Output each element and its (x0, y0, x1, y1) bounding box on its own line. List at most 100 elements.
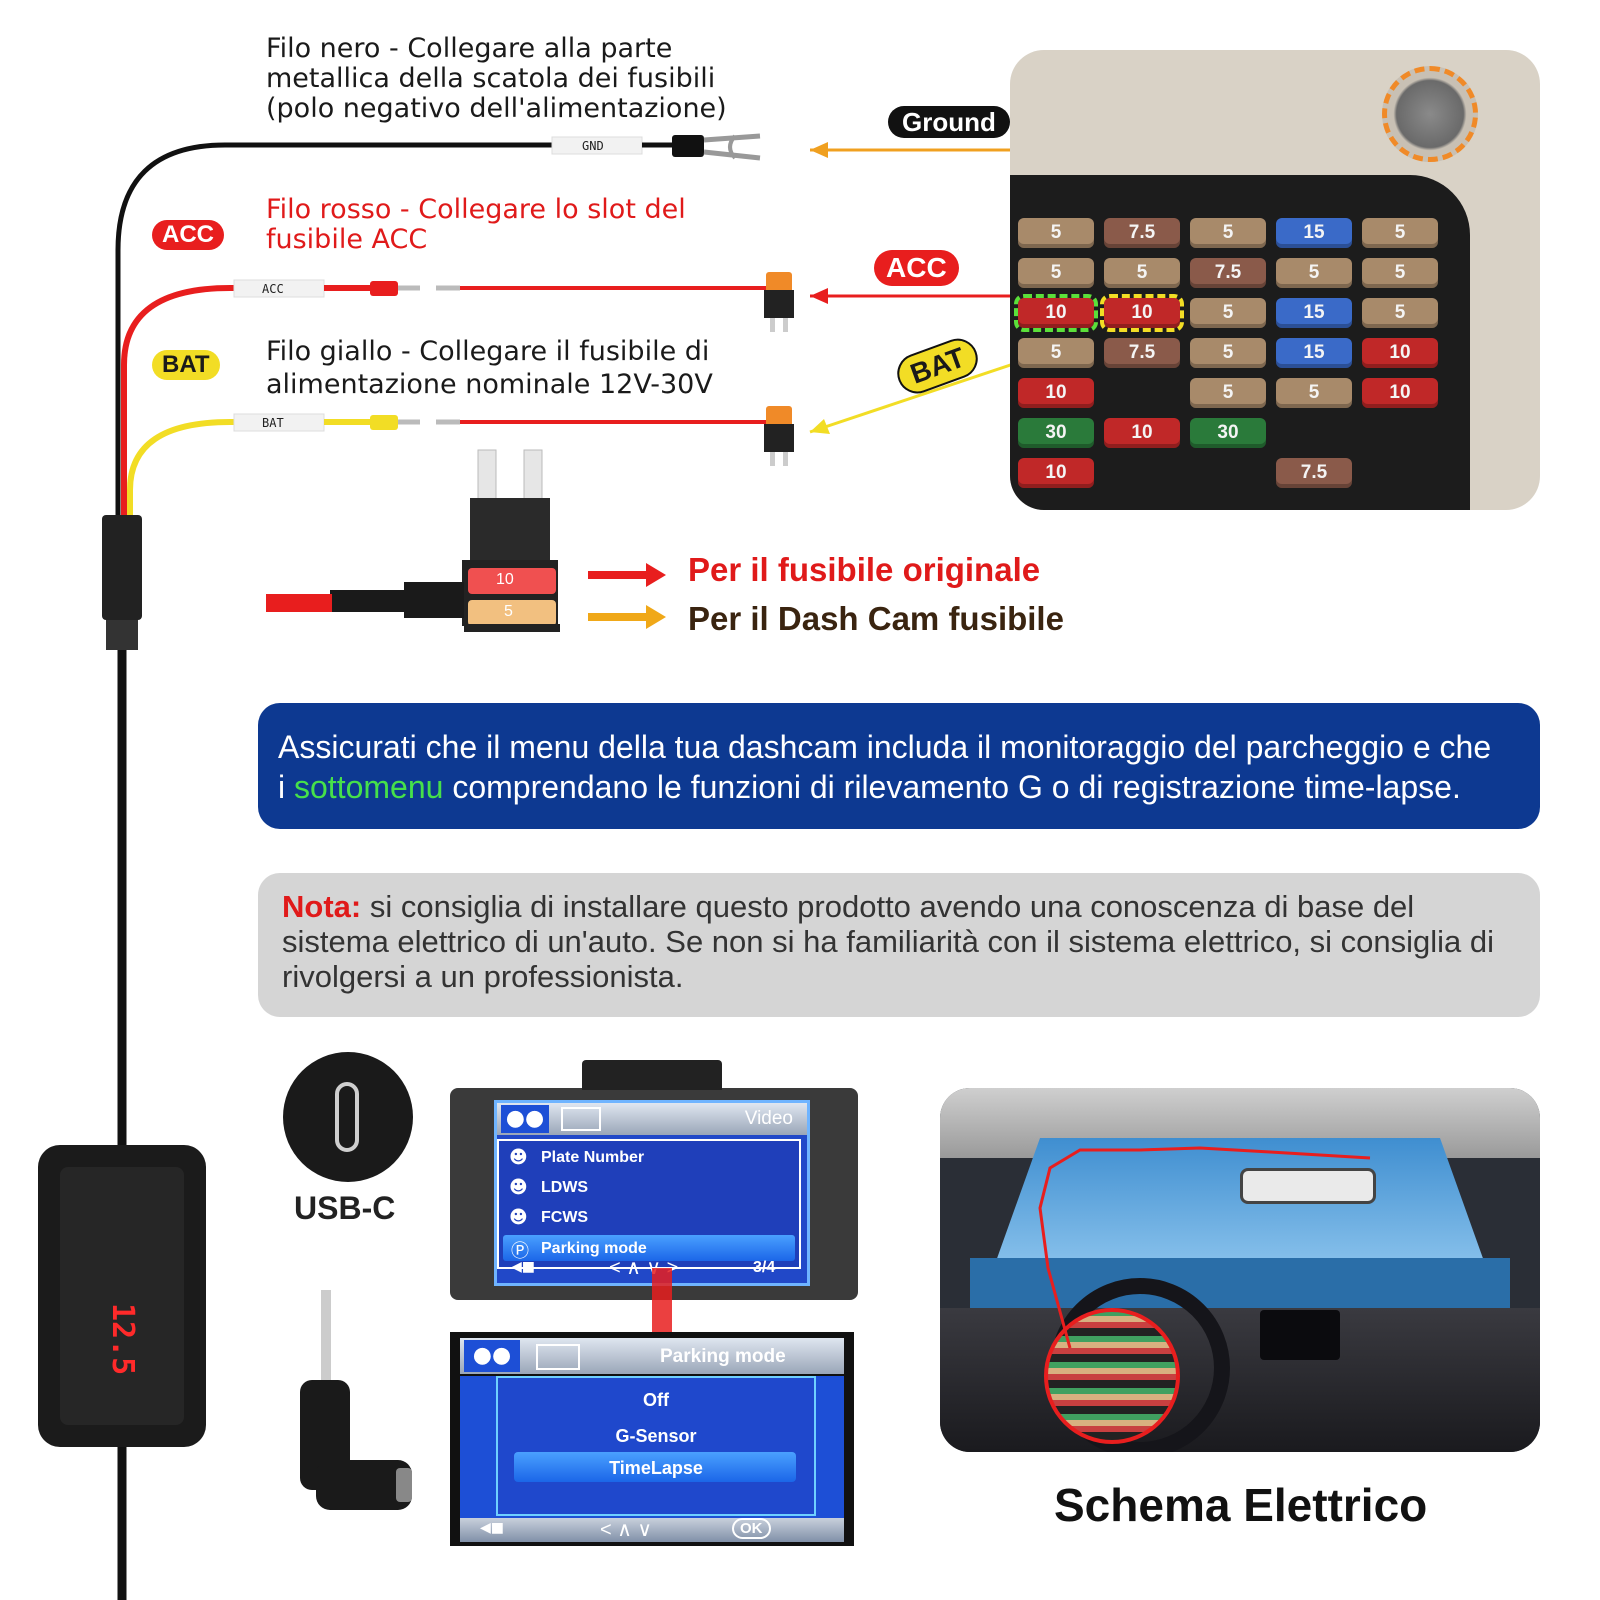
menu1-list: ☻ Plate Number ☻ LDWS ☻ FCWS Ⓟ Parking m… (497, 1139, 801, 1269)
yellow-wire-line1: Filo giallo - Collegare il fusibile di (266, 336, 710, 367)
fuse-2-2: 5 (1104, 258, 1180, 288)
car-interior-photo (940, 1088, 1540, 1452)
menu1-header-title: Video (744, 1108, 793, 1129)
red-wire-line2: fusibile ACC (266, 224, 428, 255)
menu2-footer-bar (460, 1518, 844, 1542)
fuse-3-5: 5 (1362, 298, 1438, 328)
menu2-header-bar (460, 1338, 844, 1374)
menu-screen-video: ●● Video ☻ Plate Number ☻ LDWS ☻ FCWS Ⓟ … (494, 1100, 810, 1286)
red-wire-line1: Filo rosso - Collegare lo slot del (266, 194, 686, 225)
fuse-2-5: 5 (1362, 258, 1438, 288)
video-camera-icon[interactable]: ●● (501, 1105, 549, 1133)
fuse-3-4: 15 (1276, 298, 1352, 328)
black-wire-text: Filo nero - Collegare alla parte metalli… (266, 34, 727, 124)
fuse-6-2: 10 (1104, 418, 1180, 448)
red-wire-text: Filo rosso - Collegare lo slot del fusib… (266, 195, 686, 255)
legend-original-fuse: Per il fusibile originale (688, 551, 1041, 588)
settings-tab-icon[interactable] (561, 1107, 601, 1131)
svg-text:GND: GND (582, 139, 604, 153)
info-highlight: sottomenu (294, 769, 444, 805)
back-icon[interactable]: ◀■ (511, 1259, 535, 1275)
svg-text:ACC: ACC (262, 282, 284, 296)
black-wire-line2: metallica della scatola dei fusibili (266, 63, 716, 94)
voltage-display: 12.5 (105, 1303, 140, 1376)
fuse-1-1: 5 (1018, 218, 1094, 248)
fuse-3-3: 5 (1190, 298, 1266, 328)
menu2-nav[interactable]: < ∧ ∨ (600, 1519, 653, 1541)
parking-mode-icon: Ⓟ (511, 1241, 529, 1262)
menu1-item-plate-number[interactable]: Plate Number (541, 1149, 645, 1166)
dashboard (940, 1308, 1540, 1452)
back-icon-2[interactable]: ◀■ (480, 1520, 504, 1536)
dashcam-mount (582, 1060, 722, 1090)
menu1-item-parking-mode[interactable]: Parking mode (541, 1240, 647, 1257)
fuse-7-4: 7.5 (1276, 458, 1352, 488)
hardwire-module: 12.5 (38, 1145, 206, 1447)
video-camera-icon-2[interactable]: ●● (464, 1340, 520, 1372)
fuse-1-5: 5 (1362, 218, 1438, 248)
plate-number-icon: ☻ (509, 1147, 528, 1168)
fuse-3-1: 10 (1014, 294, 1098, 332)
fcws-icon: ☻ (509, 1207, 528, 1228)
black-wire-line3: (polo negativo dell'alimentazione) (266, 93, 727, 124)
wiring-route-line (1038, 1146, 1371, 1349)
fuse-5-4: 5 (1276, 378, 1352, 408)
menu2-option-off[interactable]: Off (643, 1390, 669, 1410)
parking-menu-info: Assicurati che il menu della tua dashcam… (258, 703, 1540, 829)
menu2-option-timelapse[interactable]: TimeLapse (609, 1458, 703, 1478)
menu2-header-title: Parking mode (660, 1346, 786, 1367)
info-line2-post: comprendano le funzioni di rilevamento G… (443, 769, 1461, 805)
tap-lower-fuse-label: 5 (504, 603, 513, 620)
yellow-wire-line2: alimentazione nominale 12V-30V (266, 369, 713, 400)
windshield-sky (990, 1138, 1490, 1278)
menu2-ok-button[interactable]: OK (732, 1518, 771, 1539)
fuse-5-1: 10 (1018, 378, 1094, 408)
note-label: Nota: (282, 889, 362, 924)
rearview-mirror (1240, 1168, 1376, 1204)
usb-c-port-icon (335, 1082, 359, 1152)
install-note: Nota: si consiglia di installare questo … (258, 873, 1540, 1017)
fuse-6-1: 30 (1018, 418, 1094, 448)
fuse-4-1: 5 (1018, 338, 1094, 368)
menu1-item-fcws[interactable]: FCWS (541, 1209, 589, 1226)
fuse-4-3: 5 (1190, 338, 1266, 368)
fuse-5-5: 10 (1362, 378, 1438, 408)
fuse-4-2: 7.5 (1104, 338, 1180, 368)
fuse-3-2: 10 (1100, 294, 1184, 332)
fuse-4-5: 10 (1362, 338, 1438, 368)
tap-upper-fuse-label: 10 (496, 571, 514, 588)
fuse-2-4: 5 (1276, 258, 1352, 288)
menu2-selected-row (514, 1452, 796, 1482)
info-line1: Assicurati che il menu della tua dashcam… (278, 729, 1492, 765)
center-screen (1260, 1310, 1340, 1360)
settings-tab-icon-2[interactable] (536, 1344, 580, 1370)
fuse-1-3: 5 (1190, 218, 1266, 248)
usb-c-label: USB-C (294, 1190, 396, 1226)
fuse-2-3: 7.5 (1190, 258, 1266, 288)
menu-screen-parking: ●● Parking mode Off G-Sensor TimeLapse ◀… (450, 1332, 854, 1546)
ground-bolt (1382, 66, 1478, 162)
note-text: si consiglia di installare questo prodot… (282, 889, 1495, 994)
fuse-4-4: 15 (1276, 338, 1352, 368)
fuse-1-2: 7.5 (1104, 218, 1180, 248)
module-inner (60, 1167, 184, 1425)
ldws-icon: ☻ (509, 1177, 528, 1198)
fuse-2-1: 5 (1018, 258, 1094, 288)
black-wire-line1: Filo nero - Collegare alla parte (266, 33, 673, 64)
acc-fusebox-label: ACC (874, 250, 959, 286)
legend-dashcam-fuse: Per il Dash Cam fusibile (688, 600, 1064, 637)
fuse-1-4: 15 (1276, 218, 1352, 248)
svg-text:BAT: BAT (262, 416, 284, 430)
fuse-5-3: 5 (1190, 378, 1266, 408)
menu1-item-ldws[interactable]: LDWS (541, 1179, 589, 1196)
menu2-popup: Off G-Sensor TimeLapse (496, 1376, 816, 1516)
fuse-6-3: 30 (1190, 418, 1266, 448)
menu1-selected-row (503, 1235, 795, 1261)
usb-c-plug (300, 1290, 412, 1510)
menu2-option-g-sensor[interactable]: G-Sensor (615, 1426, 697, 1446)
bat-wire-badge: BAT (152, 350, 220, 380)
ground-label: Ground (888, 106, 1010, 138)
menu1-page: 3/4 (753, 1259, 776, 1276)
